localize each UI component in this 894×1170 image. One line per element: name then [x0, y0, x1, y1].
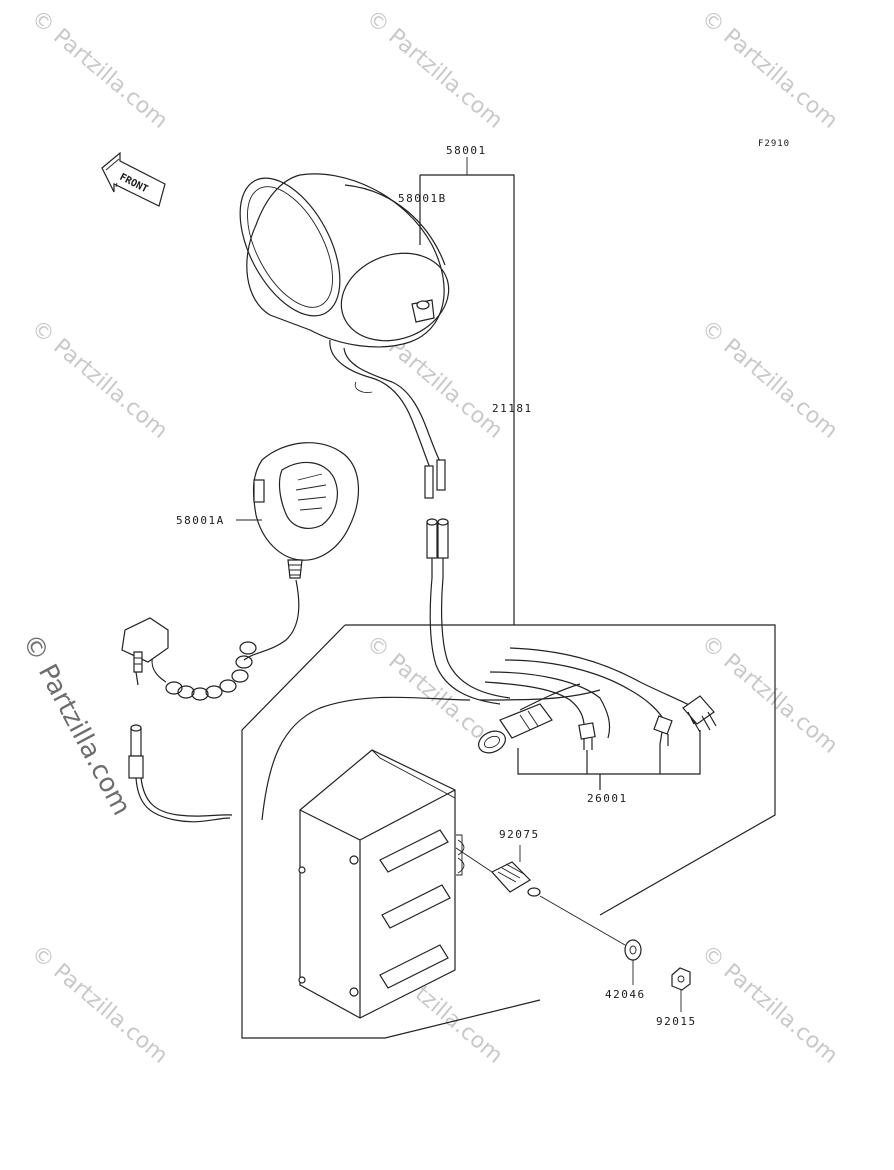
- callout-42046: 42046: [605, 988, 646, 1001]
- four-pin-connector: [682, 695, 717, 733]
- watermark: © Partzilla.com: [26, 940, 172, 1068]
- callout-92075: 92075: [499, 828, 540, 841]
- bracket-26001: [517, 730, 701, 790]
- front-arrow-icon: FRONT: [101, 151, 166, 207]
- coiled-cord: [165, 641, 257, 701]
- watermark: © Partzilla.com: [696, 630, 842, 758]
- watermark: © Partzilla.com: [26, 5, 172, 133]
- callout-26001: 26001: [587, 792, 628, 805]
- knob-drawing: [455, 847, 626, 946]
- nut-drawing: [671, 967, 691, 991]
- speaker-drawing: [239, 173, 450, 499]
- kit-boundary: [241, 624, 776, 1039]
- figure-code: F2910: [758, 139, 790, 149]
- two-pin-connector-a: [653, 715, 673, 746]
- leader-lines: [236, 157, 682, 1012]
- watermark-large: © Partzilla.com: [16, 629, 137, 820]
- callout-58001: 58001: [446, 144, 487, 157]
- microphone-drawing: [121, 442, 360, 701]
- harness-plugs-drawing: [426, 518, 511, 705]
- callout-21181: 21181: [492, 402, 533, 415]
- wiring-connectors-drawing: [478, 647, 717, 754]
- callout-58001a: 58001A: [176, 514, 225, 527]
- callout-58001b: 58001B: [398, 192, 447, 205]
- watermark: © Partzilla.com: [696, 5, 842, 133]
- washer-drawing: [624, 939, 642, 961]
- round-connector: [478, 703, 553, 754]
- two-pin-connector-b: [578, 722, 596, 750]
- long-wire: [261, 696, 471, 821]
- control-box-drawing: [298, 749, 465, 1019]
- watermark: © Partzilla.com: [696, 940, 842, 1068]
- watermark: © Partzilla.com: [361, 5, 507, 133]
- callout-92015: 92015: [656, 1015, 697, 1028]
- aux-plug-drawing: [128, 724, 233, 823]
- watermark: © Partzilla.com: [26, 315, 172, 443]
- watermark: © Partzilla.com: [696, 315, 842, 443]
